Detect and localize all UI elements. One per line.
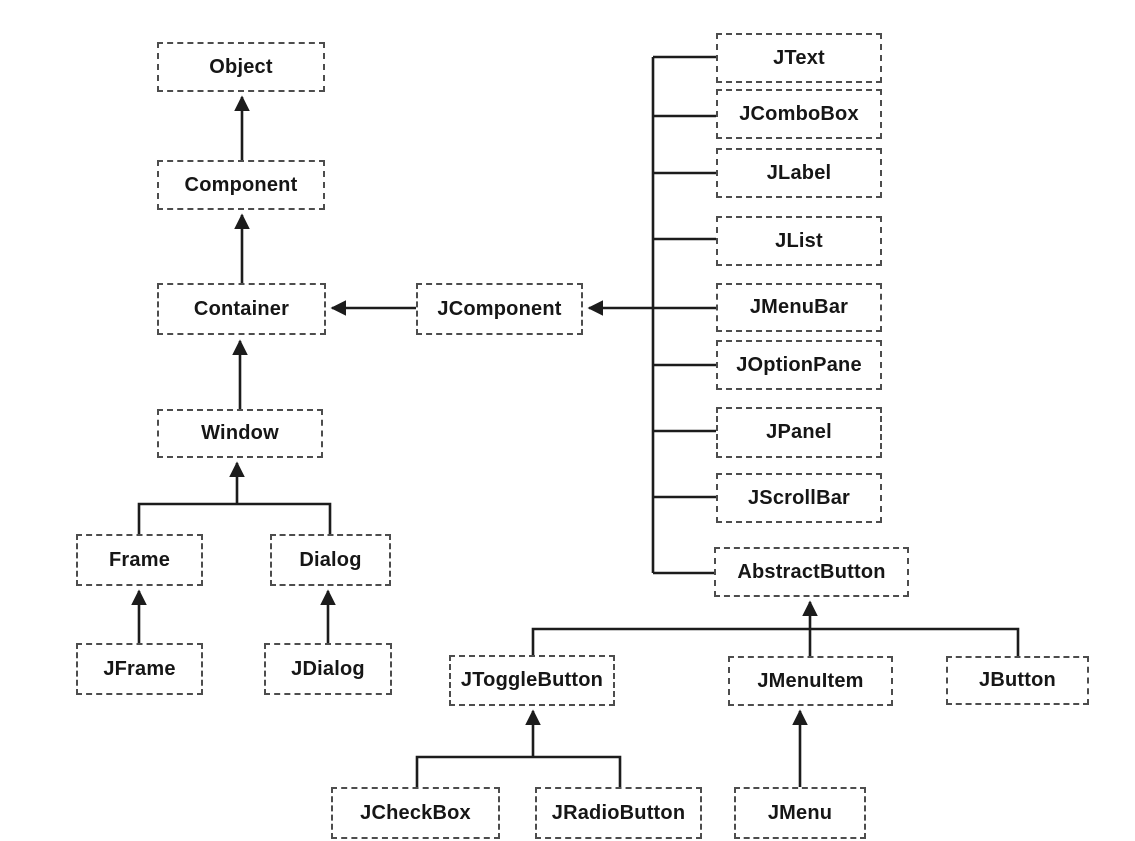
class-box-jradiobutton: JRadioButton bbox=[535, 787, 702, 839]
class-box-frame: Frame bbox=[76, 534, 203, 586]
class-label-dialog: Dialog bbox=[299, 548, 362, 571]
class-label-jradiobutton: JRadioButton bbox=[551, 801, 686, 824]
class-box-container: Container bbox=[157, 283, 326, 335]
class-box-jtext: JText bbox=[716, 33, 882, 83]
class-label-jpanel: JPanel bbox=[766, 421, 832, 443]
class-label-jmenu: JMenu bbox=[767, 801, 833, 824]
class-label-joptionpane: JOptionPane bbox=[736, 353, 862, 376]
class-box-jlist: JList bbox=[716, 216, 882, 266]
branch-abstractbutton-children bbox=[531, 627, 1020, 656]
class-label-jtogglebutton: JToggleButton bbox=[460, 669, 604, 691]
class-box-dialog: Dialog bbox=[270, 534, 391, 586]
class-label-frame: Frame bbox=[108, 548, 171, 571]
class-box-object: Object bbox=[157, 42, 325, 92]
branch-jtogglebutton-children bbox=[415, 755, 622, 787]
class-box-jframe: JFrame bbox=[76, 643, 203, 695]
class-label-object: Object bbox=[209, 55, 273, 78]
class-label-jlist: JList bbox=[775, 229, 823, 252]
class-label-window: Window bbox=[201, 422, 279, 444]
class-box-jbutton: JButton bbox=[946, 656, 1089, 705]
class-box-jcombobox: JComboBox bbox=[716, 89, 882, 139]
class-box-jdialog: JDialog bbox=[264, 643, 392, 695]
class-box-component: Component bbox=[157, 160, 325, 210]
class-box-joptionpane: JOptionPane bbox=[716, 340, 882, 390]
class-label-jscrollbar: JScrollBar bbox=[747, 486, 851, 509]
class-label-jbutton: JButton bbox=[979, 669, 1056, 691]
class-box-jmenuitem: JMenuItem bbox=[728, 656, 893, 706]
class-label-jlabel: JLabel bbox=[766, 161, 832, 184]
class-label-jdialog: JDialog bbox=[291, 657, 365, 680]
class-label-jmenubar: JMenuBar bbox=[749, 296, 849, 318]
class-label-jcombobox: JComboBox bbox=[739, 102, 859, 125]
class-label-jframe: JFrame bbox=[103, 657, 176, 680]
class-label-jtext: JText bbox=[773, 46, 825, 69]
class-box-jmenu: JMenu bbox=[734, 787, 866, 839]
class-label-jmenuitem: JMenuItem bbox=[757, 669, 864, 692]
class-box-jmenubar: JMenuBar bbox=[716, 283, 882, 332]
class-box-jlabel: JLabel bbox=[716, 148, 882, 198]
class-box-jcomponent: JComponent bbox=[416, 283, 583, 335]
class-box-jpanel: JPanel bbox=[716, 407, 882, 458]
class-box-window: Window bbox=[157, 409, 323, 458]
class-label-abstractbutton: AbstractButton bbox=[737, 560, 886, 583]
class-box-jcheckbox: JCheckBox bbox=[331, 787, 500, 839]
class-label-component: Component bbox=[184, 173, 298, 196]
class-box-abstractbutton: AbstractButton bbox=[714, 547, 909, 597]
class-label-jcheckbox: JCheckBox bbox=[360, 801, 471, 824]
class-box-jscrollbar: JScrollBar bbox=[716, 473, 882, 523]
class-label-jcomponent: JComponent bbox=[437, 297, 562, 320]
branch-window-children bbox=[137, 502, 332, 534]
class-label-container: Container bbox=[193, 297, 290, 320]
class-box-jtogglebutton: JToggleButton bbox=[449, 655, 615, 706]
